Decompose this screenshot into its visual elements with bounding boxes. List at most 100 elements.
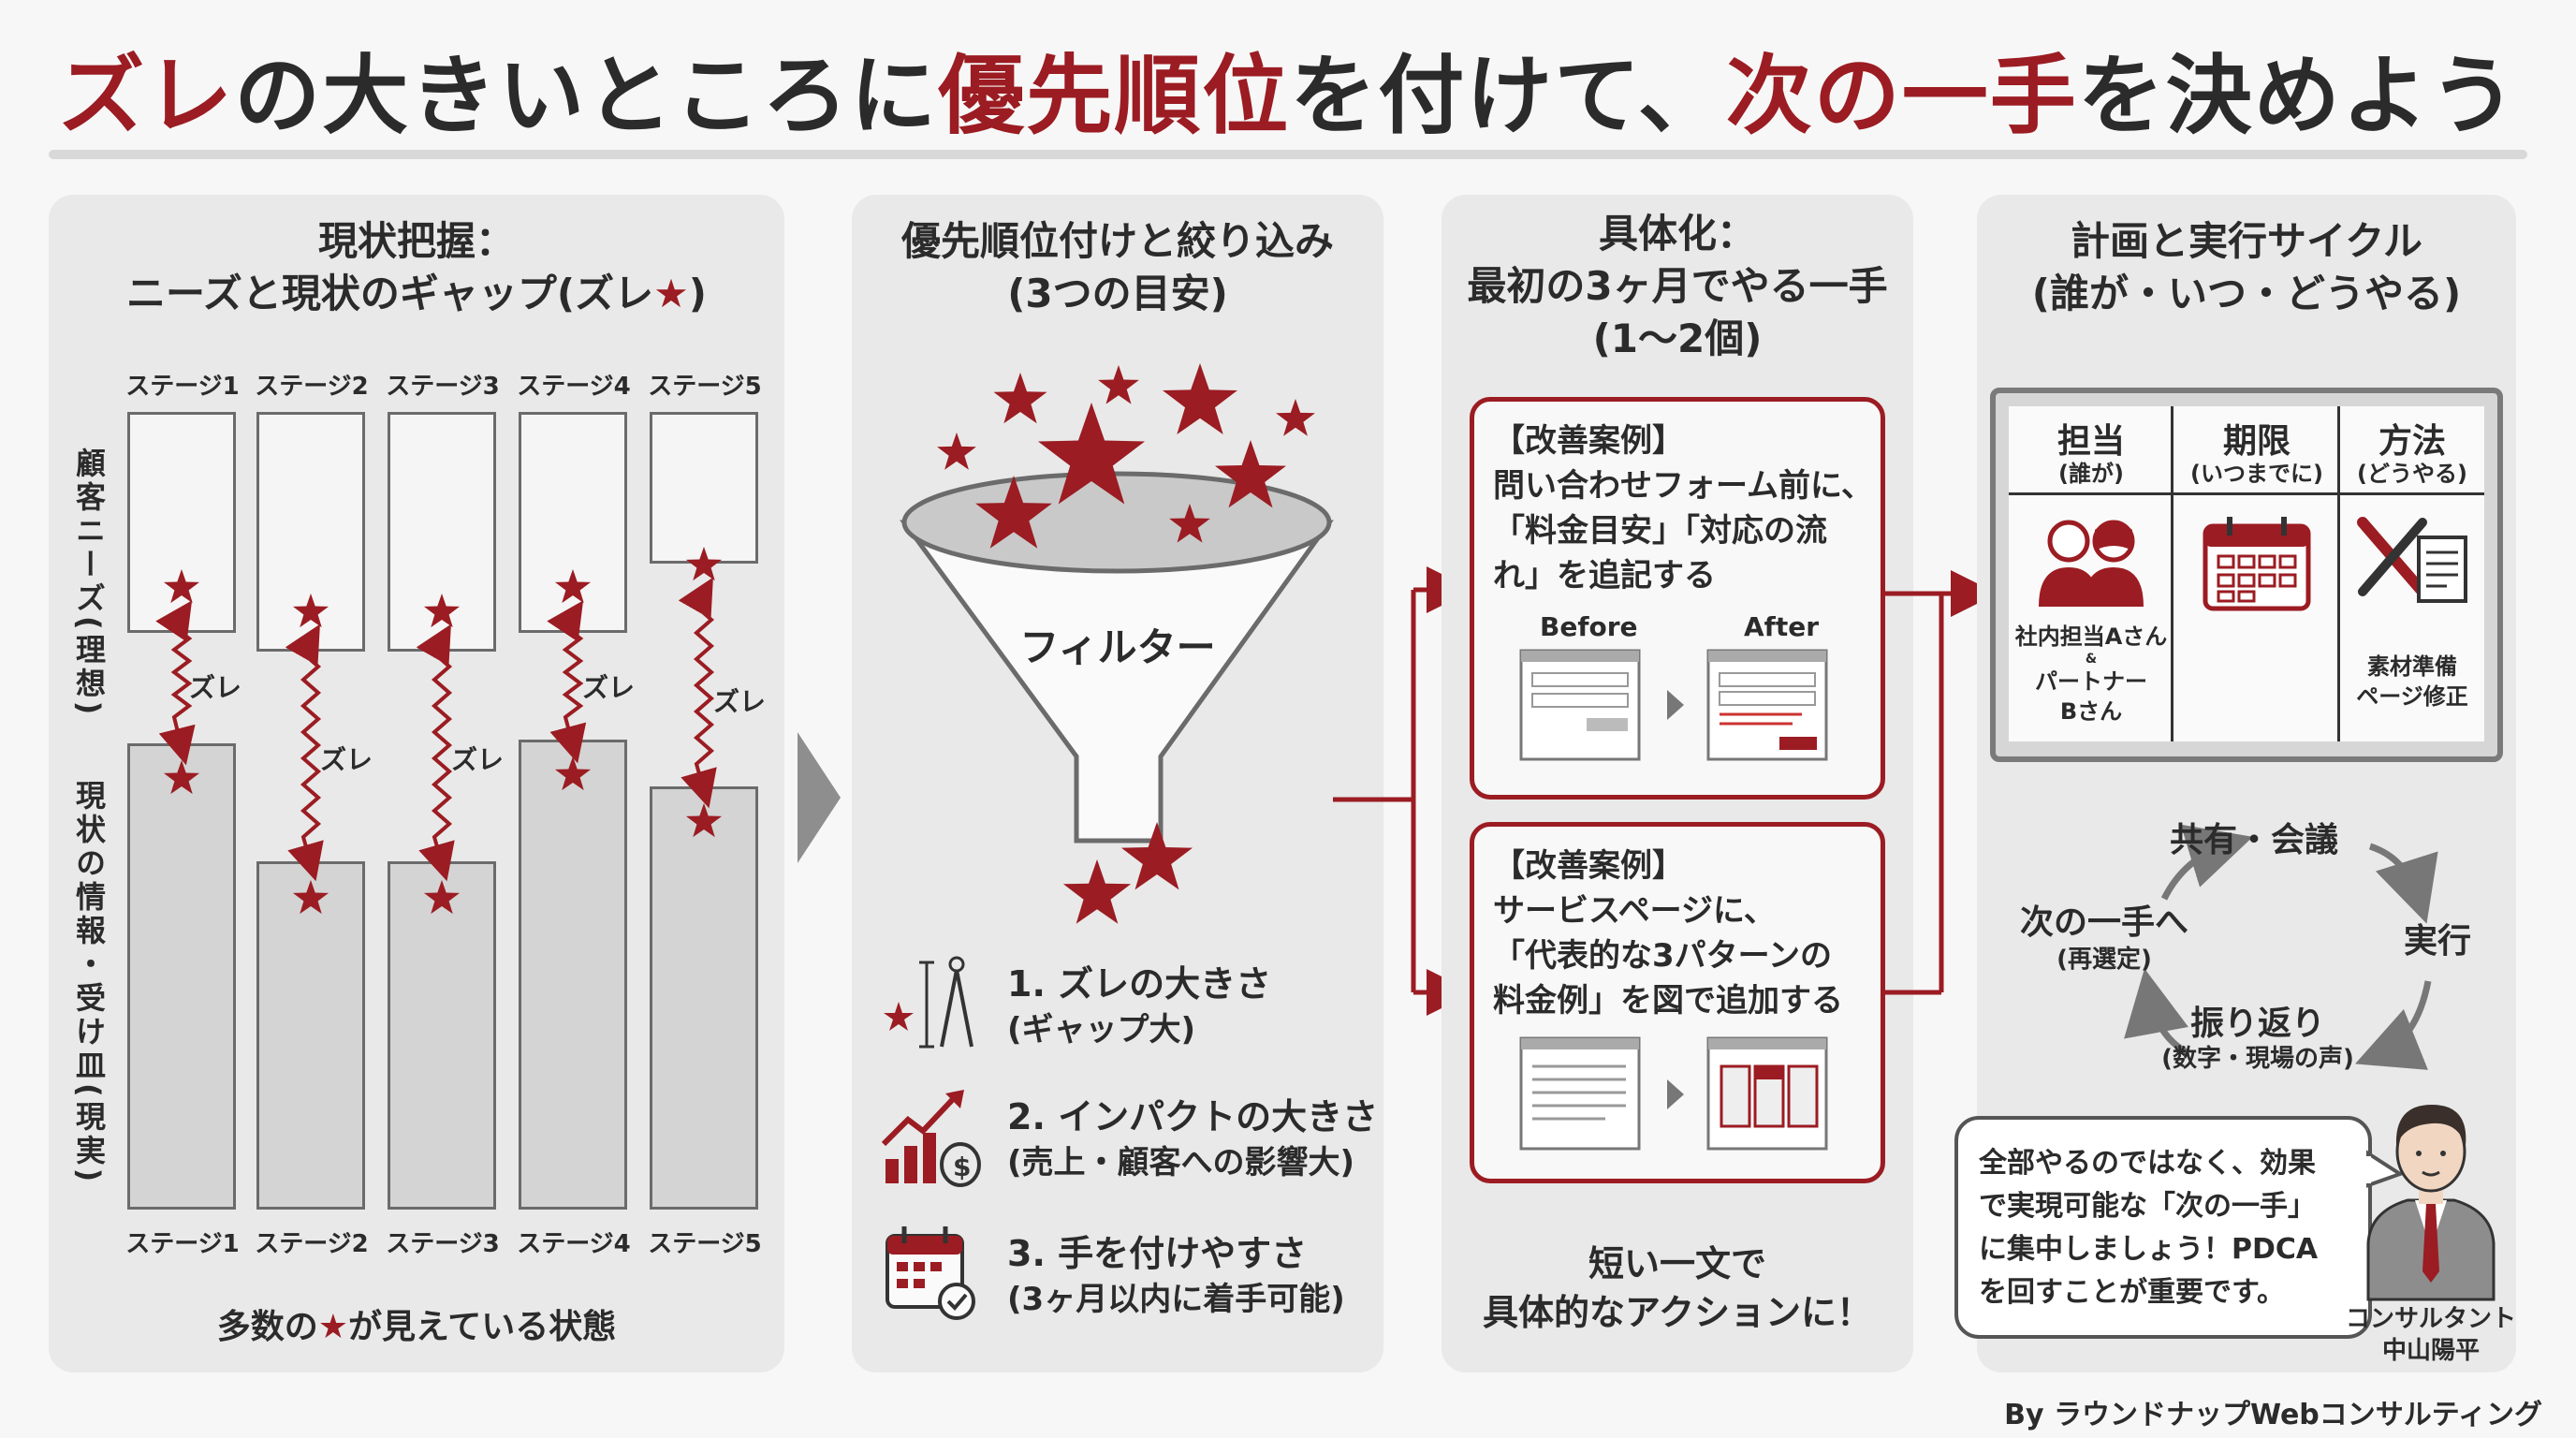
panel-title-text: ニーズと現状のギャップ(ズレ	[126, 271, 654, 316]
card-line: 「料金目安」「対応の流	[1493, 512, 1827, 550]
column-deadline: 期限 (いつまでに)	[2174, 406, 2340, 741]
consultant-role: コンサルタント	[2345, 1305, 2516, 1333]
stage-label-bottom-2: ステージ2	[255, 1230, 369, 1258]
panel-plan-cycle: 計画と実行サイクル (誰が・いつ・どうやる) 担当 (誰が) 社内担当Aさん &…	[1954, 195, 2516, 1372]
label-customer-needs: 顧客ニーズ(理想)	[71, 448, 107, 719]
cycle-review: 振り返り	[2189, 1005, 2325, 1043]
panel-prioritization: 優先順位付けと絞り込み (3つの目安) フィルター 1. ズレの大きさ (ギャ	[852, 195, 1383, 1372]
criterion-3-title: 3. 手を付けやすさ	[1007, 1233, 1308, 1274]
panel-concretize-title: 具体化： 最初の3ヶ月でやる一手 (1〜2個)	[1442, 208, 1913, 365]
column-sub: (いつまでに)	[2190, 461, 2323, 487]
title-highlight-zure: ズレ	[58, 46, 235, 146]
footer-text: が見えている状態	[348, 1308, 617, 1346]
merge-connector	[1881, 570, 1998, 995]
title-highlight-priority: 優先順位	[938, 46, 1291, 146]
card-2-text: 【改善案例】 サービスページに、 「代表的な3パターンの 料金例」を図で追加する	[1493, 844, 1843, 1023]
column-head: 担当	[2056, 422, 2125, 461]
column-body: 社内担当Aさん & パートナー Bさん	[2009, 622, 2174, 726]
star-icon	[292, 880, 329, 915]
column-sub: (誰が)	[2058, 461, 2124, 487]
panel-title-line: (1〜2個)	[1592, 315, 1763, 361]
criterion-2-sub: (売上・顧客への影響大)	[1007, 1144, 1355, 1181]
star-icon	[1062, 859, 1132, 924]
criterion-1-sub: (ギャップ大)	[1007, 1011, 1196, 1049]
star-icon	[1098, 365, 1139, 404]
label-current-reality: 現状の情報・受け皿(現実)	[71, 780, 107, 1186]
column-owner: 担当 (誰が) 社内担当Aさん & パートナー Bさん	[2009, 406, 2174, 741]
card-line: サービスページに、	[1493, 892, 1776, 930]
card-1-text: 【改善案例】 問い合わせフォーム前に、 「料金目安」「対応の流 れ」を追記する	[1493, 418, 1873, 598]
gap-label: ズレ	[451, 744, 505, 775]
cycle-review-sub: (数字・現場の声)	[2161, 1045, 2354, 1073]
advice-line: で実現可能な「次の一手」	[1979, 1190, 2316, 1223]
credit-text: By ラウンドナップWebコンサルティング	[2004, 1399, 2542, 1431]
panel-concretize: 具体化： 最初の3ヶ月でやる一手 (1〜2個) 【改善案例】 問い合わせフォーム…	[1442, 195, 1913, 1372]
star-icon: ★	[317, 1308, 349, 1346]
stage-label-top-1: ステージ1	[125, 373, 240, 401]
growth-chart-money-icon: $	[881, 1090, 981, 1187]
card-tag: 【改善案例】	[1493, 422, 1684, 460]
consultant-caption: コンサルタント 中山陽平	[2333, 1303, 2529, 1367]
cycle-share-meeting: 共有・会議	[2169, 821, 2338, 859]
panel-title-line: 計画と実行サイクル	[2071, 218, 2422, 264]
panel-title-line: ニーズと現状のギャップ(ズレ★)	[49, 268, 784, 320]
stage-label-top-3: ステージ3	[386, 373, 500, 401]
star-icon	[163, 569, 200, 604]
star-icon	[554, 756, 592, 791]
pdca-cycle-arrows	[2124, 824, 2438, 1070]
star-icon	[937, 433, 976, 470]
body-line: Bさん	[2059, 698, 2123, 725]
star-icon	[685, 547, 723, 581]
gap-label: ズレ	[320, 744, 373, 775]
cycle-next-move-sub: (再選定)	[2056, 946, 2152, 974]
improvement-card-1: 【改善案例】 問い合わせフォーム前に、 「料金目安」「対応の流 れ」を追記する …	[1470, 397, 1885, 800]
svg-text:$: $	[953, 1152, 971, 1182]
calendar-check-icon	[886, 1226, 975, 1320]
panel-title-text: )	[688, 271, 707, 316]
stage-4-needs-box	[519, 412, 627, 633]
panel-prioritization-title: 優先順位付けと絞り込み (3つの目安)	[852, 215, 1383, 320]
panel-title-line: 現状把握：	[317, 218, 515, 264]
service-page-before-after-mockup	[1519, 1036, 1828, 1151]
star-icon	[1163, 363, 1237, 434]
column-head: 期限	[2222, 422, 2291, 461]
panel-current-state-title: 現状把握： ニーズと現状のギャップ(ズレ★)	[49, 215, 784, 320]
people-icon	[2039, 520, 2144, 607]
star-icon	[993, 373, 1047, 424]
card-line: 問い合わせフォーム前に、	[1493, 467, 1873, 505]
title-highlight-next-move: 次の一手	[1725, 46, 2078, 146]
stage-label-top-5: ステージ5	[648, 373, 762, 401]
star-icon	[423, 880, 461, 915]
star-icon	[423, 594, 461, 628]
advice-line: に集中しましょう！PDCA	[1979, 1233, 2319, 1266]
form-before-after-mockup	[1519, 649, 1828, 761]
criterion-3-sub: (3ヶ月以内に着手可能)	[1007, 1281, 1345, 1318]
plan-table: 担当 (誰が) 社内担当Aさん & パートナー Bさん 期限 (いつまでに) 方…	[2009, 406, 2484, 741]
title-text: を付けて、	[1290, 46, 1726, 146]
footer-text: 多数の	[216, 1308, 318, 1346]
after-label: After	[1744, 611, 1820, 642]
panel-title-line: (3つの目安)	[1007, 271, 1228, 316]
page-title: ズレの大きいところに優先順位を付けて、次の一手を決めよう	[0, 26, 2576, 151]
gap-label: ズレ	[582, 672, 636, 703]
advice-text: 全部やるのではなく、効果 で実現可能な「次の一手」 に集中しましょう！PDCA …	[1979, 1142, 2318, 1314]
panel-title-line: 最初の3ヶ月でやる一手	[1467, 263, 1888, 309]
stage-1-current-bar	[127, 743, 236, 1210]
advice-speech-bubble: 全部やるのではなく、効果 で実現可能な「次の一手」 に集中しましょう！PDCA …	[1954, 1116, 2372, 1339]
stage-2-current-bar	[256, 861, 365, 1210]
plan-board: 担当 (誰が) 社内担当Aさん & パートナー Bさん 期限 (いつまでに) 方…	[1990, 388, 2503, 762]
before-label: Before	[1540, 611, 1638, 642]
calendar-icon	[2203, 517, 2311, 611]
title-divider	[49, 150, 2527, 159]
body-line: &	[2085, 652, 2098, 667]
stage-label-bottom-5: ステージ5	[648, 1230, 762, 1258]
star-icon	[685, 803, 723, 838]
stage-label-bottom-1: ステージ1	[125, 1230, 240, 1258]
stage-5-needs-box	[650, 412, 758, 564]
stage-3-current-bar	[388, 861, 496, 1210]
body-line: 社内担当Aさん	[2014, 624, 2168, 650]
improvement-card-2: 【改善案例】 サービスページに、 「代表的な3パターンの 料金例」を図で追加する	[1470, 822, 1885, 1183]
criterion-2-title: 2. インパクトの大きさ	[1007, 1096, 1379, 1137]
funnel-illustration	[900, 363, 1334, 924]
footer-line: 具体的なアクションに！	[1482, 1292, 1873, 1333]
